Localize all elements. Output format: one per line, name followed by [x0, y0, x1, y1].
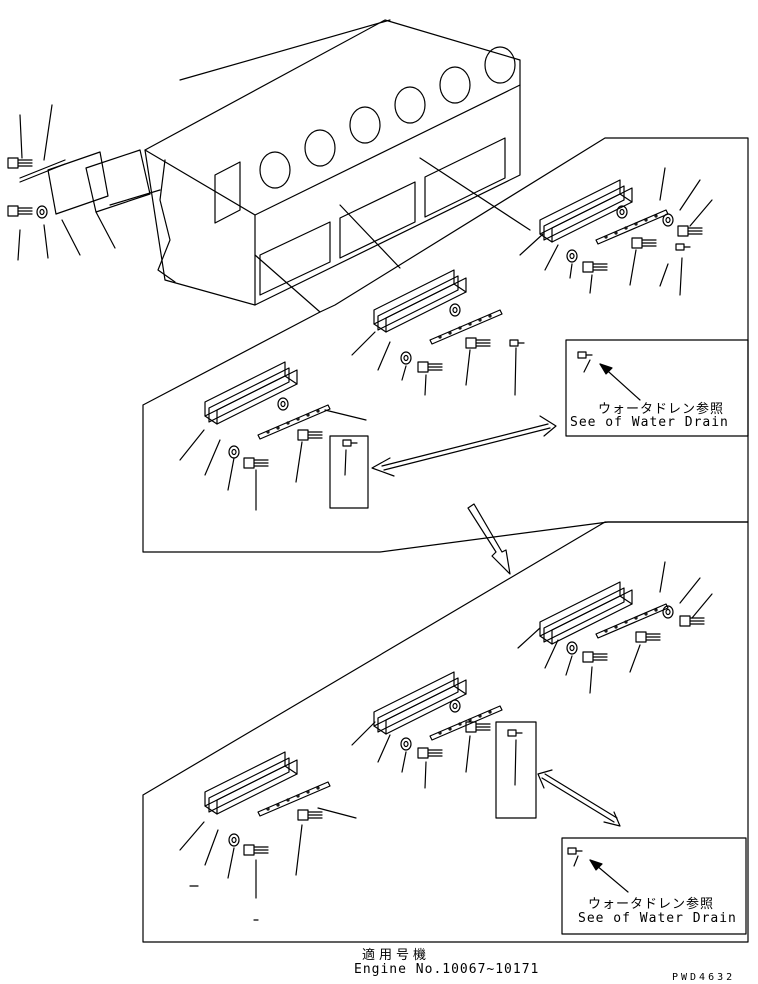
callout-lower-en: See of Water Drain: [578, 911, 737, 926]
upper-cover-group-left: [179, 361, 369, 511]
double-arrow-upper: [371, 415, 557, 477]
lower-cover-group-middle: [351, 671, 537, 819]
engine-serial-range: Engine No.10067~10171: [354, 962, 540, 977]
transition-arrow: [467, 503, 511, 575]
front-cover-group: [7, 104, 161, 261]
drawing-code: PWD4632: [672, 972, 736, 983]
upper-cover-group-right: [519, 167, 713, 296]
callout-upper-jp: ウォータドレン参照: [598, 402, 725, 417]
double-arrow-lower: [537, 769, 621, 827]
applicable-serial-heading: 適用号機: [362, 948, 431, 963]
callout-box-upper: [565, 339, 749, 437]
lower-cover-group-right: [517, 561, 713, 694]
callout-lower-jp: ウォータドレン参照: [588, 897, 715, 912]
lower-cover-group-left: [179, 751, 357, 921]
callout-box-lower: [561, 837, 747, 935]
upper-cover-group-middle: [351, 269, 525, 396]
callout-upper-en: See of Water Drain: [570, 415, 729, 430]
upper-frame: [142, 137, 749, 553]
engine-block: [144, 19, 521, 306]
lower-frame: [142, 521, 749, 943]
